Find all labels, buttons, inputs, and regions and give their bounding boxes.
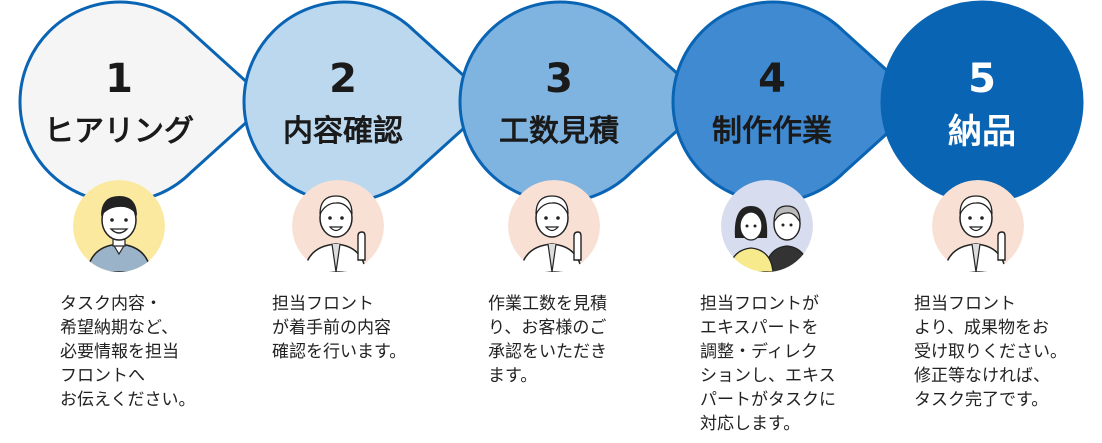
pointing-man-avatar	[292, 180, 384, 272]
pointing-man-avatar	[932, 180, 1024, 272]
step-title-1: ヒアリング	[44, 114, 194, 149]
step-description-2: 担当フロント が着手前の内容 確認を行います。	[272, 294, 407, 362]
step-description-4: 担当フロントが エキスパートを 調整・ディレク ションし、エキス パートがタスク…	[700, 294, 836, 434]
step-title-2: 内容確認	[283, 114, 403, 149]
step-title-3: 工数見積	[499, 114, 619, 149]
step-number-2: 2	[329, 56, 357, 102]
step-description-1: タスク内容・ 希望納期など、 必要情報を担当 フロントへ お伝えください。	[60, 294, 196, 410]
two-experts-avatar	[721, 180, 813, 272]
step-number-4: 4	[758, 56, 786, 102]
step-title-5: 納品	[948, 112, 1016, 152]
smiling-person-avatar	[73, 180, 165, 272]
step-description-5: 担当フロント より、成果物をお 受け取りください。 修正等なければ、 タスク完了…	[914, 294, 1067, 410]
step-number-1: 1	[105, 56, 133, 102]
step-number-5: 5	[968, 56, 996, 102]
step-title-4: 制作作業	[712, 114, 832, 149]
pointing-man-avatar	[508, 180, 600, 272]
step-description-3: 作業工数を見積 り、お客様のご 承認をいただき ます。	[488, 294, 607, 386]
step-number-3: 3	[545, 56, 573, 102]
